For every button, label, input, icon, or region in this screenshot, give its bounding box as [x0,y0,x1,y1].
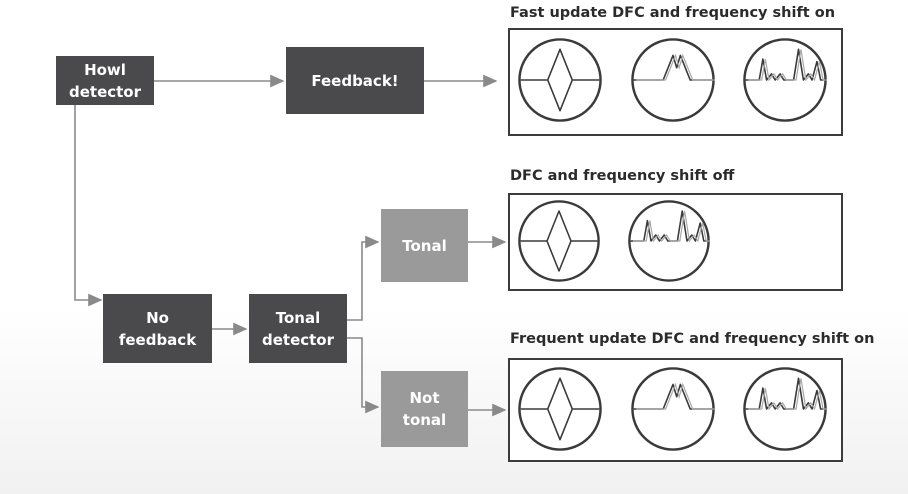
tonal-detector-box: Tonal detector [249,294,347,363]
tonal-detector-label-line1: Tonal [275,308,321,327]
fast-notch-scope-icon [518,38,602,122]
feedback-box: Feedback! [286,47,424,114]
tonal-detector-label-line2: detector [261,330,335,349]
not-tonal-label-line1: Not [409,389,440,407]
off-panel-title: DFC and frequency shift off [510,168,735,184]
frequent-multi-peak-scope-icon [743,367,827,451]
tonal-label: Tonal [402,236,447,255]
fast-twin-peak-scope-icon [631,38,715,122]
arrow-howl-to-no-feedback [74,105,103,307]
not-tonal-box: Not tonal [381,371,468,447]
no-feedback-label-line2: feedback [118,330,197,349]
no-feedback-label-line1: No [146,308,169,327]
frequent-panel-title: Frequent update DFC and frequency shift … [510,331,875,347]
howl-detector-label: Howl detector [68,60,142,101]
feedback-label: Feedback! [311,71,399,90]
tonal-box: Tonal [381,209,468,282]
arrow-tonal-detector-to-tonal [347,235,380,321]
frequent-notch-scope-icon [518,367,602,451]
fast-panel-title: Fast update DFC and frequency shift on [510,5,836,21]
fast-multi-peak-scope-icon [743,38,827,122]
off-multi-peak-scope-icon [628,200,710,282]
frequent-twin-peak-scope-icon [631,367,715,451]
no-feedback-box: No feedback [103,294,212,363]
not-tonal-label-line2: tonal [402,411,447,429]
off-notch-scope-icon [518,200,600,282]
howl-detector-box: Howl detector [56,56,154,105]
arrow-tonal-detector-to-not-tonal [347,337,380,414]
